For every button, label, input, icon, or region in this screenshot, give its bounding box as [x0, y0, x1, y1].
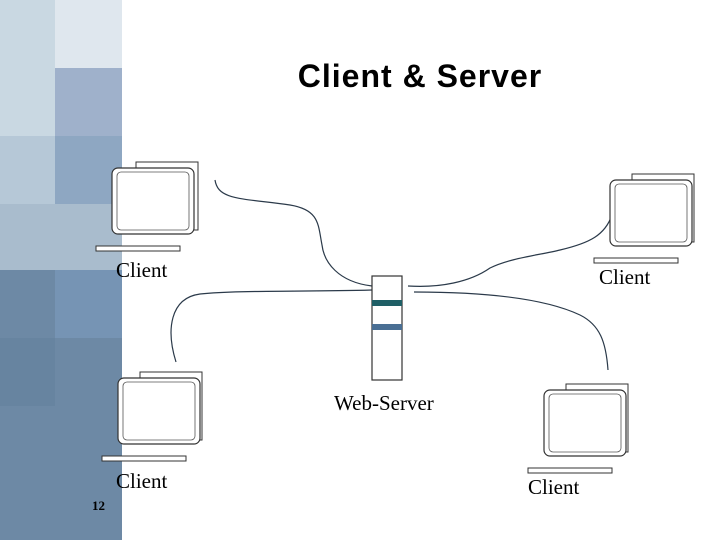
client-monitor-icon [101, 371, 203, 462]
connection-lines [170, 179, 613, 371]
client-label-top-left: Client [116, 258, 168, 282]
link-client-top-left [214, 179, 373, 287]
page-number: 12 [92, 498, 105, 513]
client-label-top-right: Client [599, 265, 651, 289]
client-label-bottom-left: Client [116, 469, 168, 493]
client-monitor-icon [95, 161, 199, 252]
client-monitor-icon [593, 173, 695, 264]
link-client-top-right [407, 214, 613, 287]
page-title: Client & Server [297, 58, 543, 94]
link-client-bottom-left [170, 289, 373, 363]
client-label-bottom-right: Client [528, 475, 580, 499]
client-monitor-icon [527, 383, 629, 474]
link-client-bottom-right [413, 291, 609, 371]
server-label: Web-Server [334, 391, 434, 415]
server-icon [371, 275, 403, 381]
